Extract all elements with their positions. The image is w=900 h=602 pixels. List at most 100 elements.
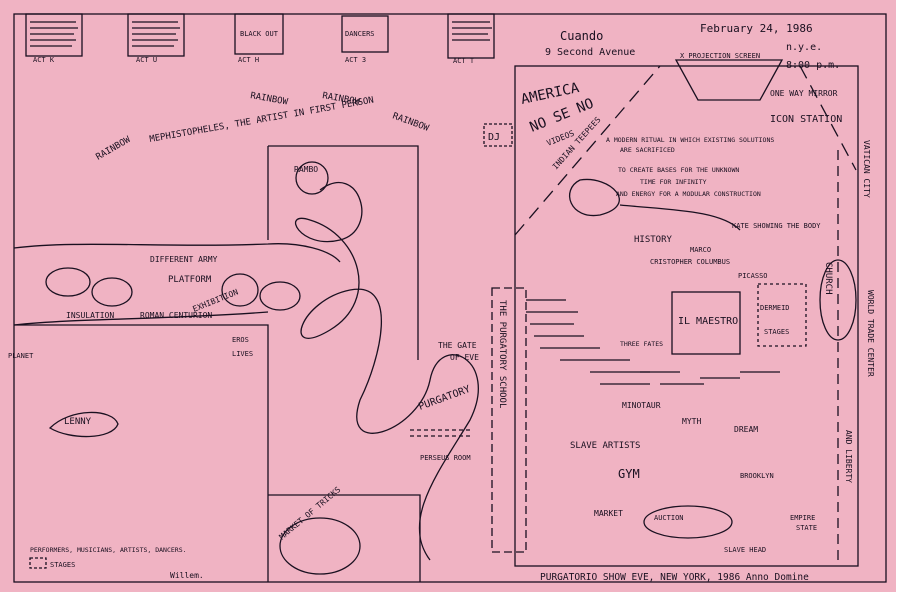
purgatory-gate: PURGATORY <box>417 384 472 413</box>
place: n.y.e. <box>786 42 822 53</box>
date: February 24, 1986 <box>700 22 813 35</box>
church: CHURCH <box>823 262 833 295</box>
il-maestro-box <box>671 291 741 355</box>
label-black-out: BLACK OUT <box>240 30 279 38</box>
box-act-t <box>447 13 495 59</box>
box-dancers <box>341 15 389 53</box>
create-1: TO CREATE BASES FOR THE UNKNOWN <box>618 166 739 174</box>
platform: PLATFORM <box>168 275 212 285</box>
create-3: AND ENERGY FOR A MODULAR CONSTRUCTION <box>616 190 761 198</box>
diagonal-dash-right <box>799 65 857 171</box>
different-army: DIFFERENT ARMY <box>150 255 218 264</box>
purgatory-school-strip <box>491 287 527 553</box>
empire-1: EMPIRE <box>790 514 815 522</box>
auction: AUCTION <box>654 514 684 522</box>
market: MARKET <box>594 509 623 518</box>
market-trick: MARKET OF TRICKS <box>278 485 343 542</box>
one-way-mirror: ONE WAY MIRROR <box>770 89 838 98</box>
gym: GYM <box>618 467 640 481</box>
box-scribbles <box>30 21 492 47</box>
planet: PLANET <box>8 352 34 360</box>
icon-station: ICON STATION <box>770 114 842 125</box>
dream: DREAM <box>734 425 758 434</box>
and-liberty: AND LIBERTY <box>844 430 853 483</box>
world-trade: WORLD TRADE CENTER <box>866 290 875 377</box>
legend-stage-swatch <box>29 557 47 569</box>
stages-box <box>757 283 807 347</box>
slave-head: SLAVE HEAD <box>724 546 766 554</box>
rambo: RAMBO <box>294 165 318 174</box>
top-boxes <box>25 13 495 59</box>
create-2: TIME FOR INFINITY <box>640 178 707 186</box>
label-act-3: ACT 3 <box>345 56 366 64</box>
cuando: Cuando <box>560 29 603 43</box>
projection-label: X PROJECTION SCREEN <box>680 52 760 60</box>
crowd-scribbles <box>526 299 780 385</box>
gate-2: OF EVE <box>450 353 479 362</box>
ritual-1: A MODERN RITUAL IN WHICH EXISTING SOLUTI… <box>606 136 774 144</box>
legend-1: PERFORMERS, MUSICIANS, ARTISTS, DANCERS. <box>30 546 187 554</box>
winding-path <box>295 182 479 561</box>
minotaur: MINOTAUR <box>622 401 661 410</box>
eros-2: LIVES <box>232 350 253 358</box>
right-room <box>514 65 859 567</box>
roman-centurion: ROMAN CENTURION <box>140 311 212 320</box>
lenny: LENNY <box>64 417 92 427</box>
kate: KATE SHOWING THE BODY <box>732 222 821 230</box>
rambo-circle <box>295 161 329 195</box>
brooklyn: BROOKLYN <box>740 472 774 480</box>
myth: MYTH <box>682 417 701 426</box>
rainbow-2: RAINBOW <box>249 91 289 108</box>
church-oval <box>819 259 857 341</box>
box-act-k <box>25 13 83 57</box>
banner-loops <box>45 267 301 311</box>
il-maestro: IL MAESTRO <box>678 316 738 327</box>
box-act-u <box>127 13 185 57</box>
floor-plan-sheet <box>0 0 896 592</box>
empire-2: STATE <box>796 524 817 532</box>
address: 9 Second Avenue <box>545 47 635 58</box>
label-act-t: ACT T <box>453 57 475 65</box>
three-fates: THREE FATES <box>620 340 663 348</box>
label-act-h: ACT H <box>238 56 259 64</box>
dj: DJ <box>488 132 500 143</box>
diagonal-dash-left <box>514 65 661 236</box>
box-black-out <box>234 13 284 55</box>
gate-hatching <box>410 429 470 437</box>
scribble-line-1 <box>619 204 741 231</box>
marco-2: CRISTOPHER COLUMBUS <box>650 258 730 266</box>
history: HISTORY <box>634 235 673 245</box>
willem: Willem. <box>170 571 204 580</box>
legend-2: STAGES <box>50 561 75 569</box>
lenny-shape <box>48 411 119 438</box>
stages-label: STAGES <box>764 328 789 336</box>
inner-room-top <box>267 145 419 360</box>
gate-1: THE GATE <box>438 341 477 350</box>
banner-top <box>13 243 341 263</box>
eros-1: EROS <box>232 336 249 344</box>
slave-artists: SLAVE ARTISTS <box>570 441 640 451</box>
outer-frame <box>13 13 887 583</box>
ritual-2: ARE SACRIFICED <box>620 146 675 154</box>
label-dancers: DANCERS <box>345 30 375 38</box>
label-act-u: ACT U <box>136 56 157 64</box>
rainbow-1: RAINBOW <box>95 135 133 163</box>
marco-1: MARCO <box>690 246 711 254</box>
market-oval <box>279 517 361 575</box>
dermeid: DERMEID <box>760 304 790 312</box>
purgatory-school: THE PURGATORY SCHOOL <box>497 300 507 408</box>
picasso: PICASSO <box>738 272 768 280</box>
auction-oval <box>643 505 733 539</box>
exhibition: EXHIBITION <box>191 287 239 313</box>
rainbow-4: RAINBOW <box>391 111 431 134</box>
vatican: VATICAN CITY <box>862 140 871 198</box>
scribble-loop-1 <box>569 178 620 217</box>
footer: PURGATORIO SHOW EVE, NEW YORK, 1986 Anno… <box>540 572 809 583</box>
projection-screen <box>674 59 784 101</box>
inner-room-bottom <box>14 324 421 582</box>
perseus: PERSEUS ROOM <box>420 454 471 462</box>
insulation: INSULATION <box>66 311 114 320</box>
banner-bottom <box>13 311 269 326</box>
label-act-k: ACT K <box>33 56 55 64</box>
